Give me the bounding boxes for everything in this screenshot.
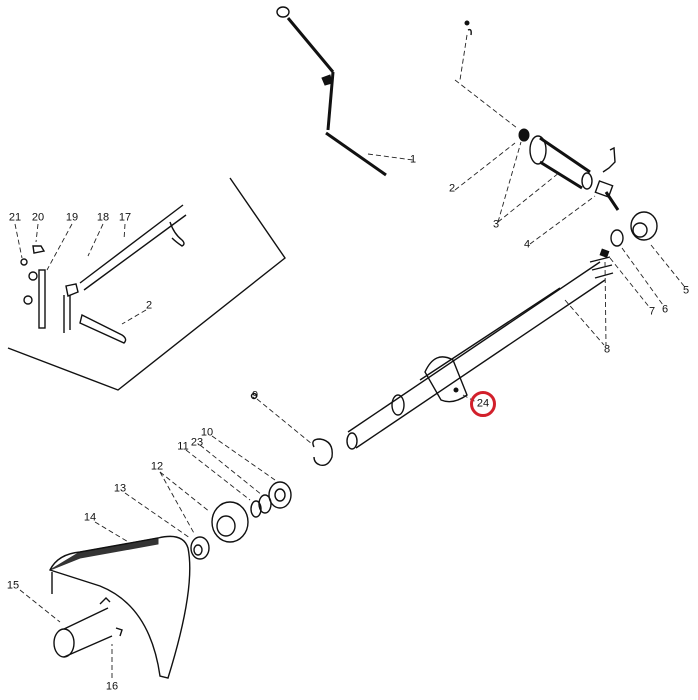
part-label-20: 20	[31, 211, 45, 224]
part-label-18: 18	[96, 211, 110, 224]
part-label-3: 3	[492, 218, 500, 231]
selector-fork-part	[529, 146, 620, 245]
inset-panel	[7, 177, 286, 391]
part-label-11: 11	[177, 440, 189, 453]
part-label-9: 9	[251, 389, 259, 402]
part-label-2b: 2	[145, 299, 153, 312]
part-label-10: 10	[200, 426, 214, 439]
pto-sleeve-part	[19, 589, 123, 678]
part-label-4: 4	[523, 238, 531, 251]
part-label-17: 17	[118, 211, 132, 224]
part-label-1: 1	[409, 153, 417, 166]
splined-shaft-part	[346, 256, 614, 450]
part-label-5: 5	[682, 284, 690, 297]
gear-lever-part	[276, 6, 414, 177]
bushing-part	[124, 492, 210, 560]
part-label-21: 21	[8, 211, 22, 224]
flanged-bushing-part	[497, 128, 593, 223]
key-part	[599, 248, 651, 309]
gear-part	[630, 211, 685, 287]
inset-linkage-part	[14, 204, 187, 344]
spring-rod-part	[454, 20, 518, 191]
part-label-13: 13	[113, 482, 127, 495]
shield-part	[49, 521, 191, 679]
part-label-12: 12	[150, 460, 164, 473]
part-label-8: 8	[603, 343, 611, 356]
part-label-7: 7	[648, 305, 656, 318]
flange-housing-part	[159, 471, 249, 543]
part-label-6: 6	[661, 303, 669, 316]
bearing-stack-part	[185, 435, 292, 518]
part-label-2a: 2	[448, 182, 456, 195]
part-label-23: 23	[190, 436, 204, 449]
part-label-16: 16	[105, 680, 119, 693]
part-label-14: 14	[83, 511, 97, 524]
small-ball-and-clip-part	[250, 392, 333, 467]
circlip-part	[610, 229, 664, 306]
highlight-circle-24	[470, 391, 496, 417]
part-label-15: 15	[6, 579, 20, 592]
part-label-19: 19	[65, 211, 79, 224]
